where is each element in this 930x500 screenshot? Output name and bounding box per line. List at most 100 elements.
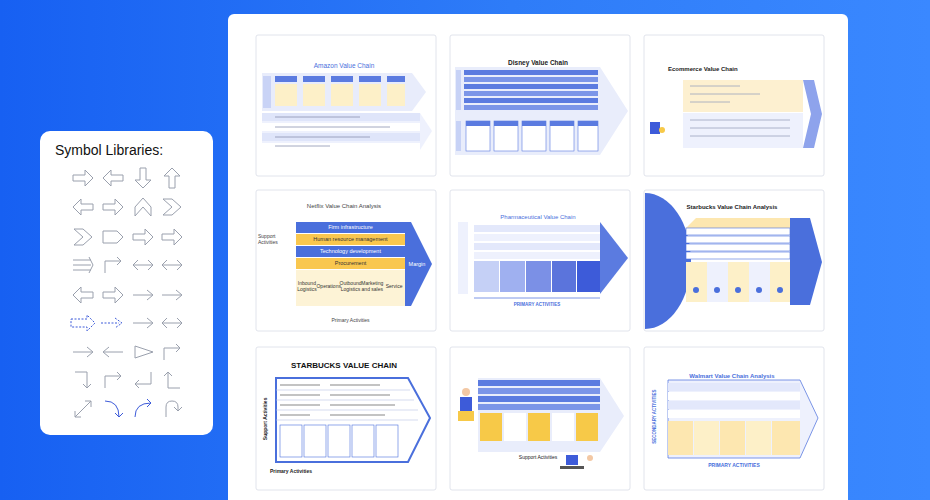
section-label: PRIMARY ACTIVITIES [474,302,600,307]
decor-shape [474,243,600,250]
card-title: Pharmaceutical Value Chain [450,214,626,221]
arrow-symbol [73,170,93,186]
decor-shape [650,122,660,134]
decor-shape [464,70,598,75]
activity-box: Procurement [296,258,405,269]
activity-label: Service [386,284,403,290]
decor-shape [387,84,405,106]
arrow-symbol [73,287,93,303]
decor-shape [552,413,574,441]
activity-label: Procurement [335,260,367,266]
decor-shape [478,378,624,452]
decor-shape [275,146,330,147]
decor-shape [659,127,665,133]
activity-label: Human resource management [313,236,387,242]
template-card: Pharmaceutical Value Chain [450,190,630,331]
decor-shape [464,91,598,96]
decor-shape [480,413,502,441]
decor-shape [578,121,598,126]
decor-shape [668,380,818,458]
arrow-symbol [135,399,151,417]
decor-shape [690,94,760,95]
decor-shape [262,113,432,150]
decor-shape [276,390,410,391]
decor-shape [668,410,800,418]
arrow-symbol [162,290,182,300]
decor-shape [478,388,600,394]
decor-shape [280,395,320,396]
decor-shape [690,102,730,103]
section-label: Primary Activities [296,318,405,324]
decor-shape [644,347,824,490]
decor-shape [474,261,499,292]
activity-box: Outbound Logistics [340,274,362,300]
decor-shape [690,128,790,129]
template-card: Support Activities [450,347,630,488]
decor-shape [690,86,790,136]
decor-shape [645,193,822,329]
decor-shape [770,262,790,302]
decor-shape [280,405,320,406]
arrow-symbol [73,347,93,357]
card-title: Amazon Value Chain [256,62,432,69]
decor-shape [494,121,518,151]
arrow-symbol [103,231,123,243]
decor-shape [276,410,418,411]
activity-label: Technology development [320,248,381,254]
activity-box: Inbound Logistics [296,274,318,300]
decor-shape [376,425,398,457]
card-title: Support Activities [450,455,626,461]
decor-shape [466,121,490,126]
decor-shape [275,127,390,128]
decor-shape [456,70,461,110]
decor-shape [693,287,783,293]
template-card: STARBUCKS VALUE CHAIN [256,347,436,488]
arrow-symbol [133,260,153,270]
decor-shape [526,261,551,292]
arrow-symbol [105,372,121,388]
activity-label: Firm infrastructure [328,224,373,230]
decor-shape [296,270,405,306]
decor-shape [331,84,353,106]
decor-shape [458,411,474,421]
decor-shape [352,425,374,457]
decor-shape [450,347,630,490]
arrow-symbol [75,401,91,417]
activity-box: Service [383,274,405,300]
arrow-symbol [103,347,123,357]
decor-shape [450,35,630,176]
decor-shape [686,228,790,259]
decor-shape [735,287,741,293]
decor-shape [686,262,707,302]
decor-shape [328,425,350,457]
decor-shape [756,287,762,293]
decor-shape [694,421,719,455]
decor-shape [550,121,574,151]
decor-shape [566,455,578,465]
decor-shape [478,404,600,410]
decor-shape [686,244,790,251]
activity-label: Margin [409,261,426,267]
decor-shape [40,131,213,435]
decor-shape [668,421,693,455]
decor-shape [256,35,824,490]
activity-box: Firm infrastructure [296,222,405,233]
decor-shape [746,421,771,455]
card-title: STARBUCKS VALUE CHAIN [256,361,432,370]
decor-shape [464,84,598,89]
decor-shape [720,421,745,455]
decor-shape [522,121,546,151]
arrow-symbol [133,318,153,328]
decor-shape [552,261,576,292]
template-card: Starbucks Value Chain Analysis [644,190,824,331]
decor-shape [280,425,302,457]
decor-shape [650,80,822,148]
decor-shape [504,413,526,441]
arrow-symbol [164,168,180,188]
section-label: PRIMARY ACTIVITIES [668,463,800,469]
arrow-symbol [73,199,93,215]
arrow-symbol [162,229,182,245]
arrow-symbol [163,199,181,215]
card-title: Starbucks Value Chain Analysis [644,204,820,211]
